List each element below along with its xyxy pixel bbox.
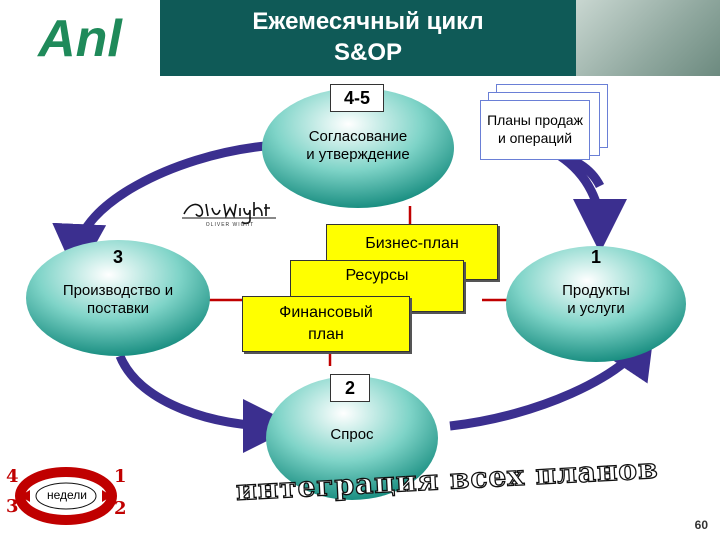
- financial-plan-line1: Финансовый: [279, 304, 373, 321]
- node-top-ellipse: [262, 88, 454, 208]
- node-bottom-label: Спрос: [330, 426, 374, 443]
- financial-plan-line2: план: [308, 326, 344, 343]
- node-left-label-line2: поставки: [87, 300, 149, 317]
- node-top-label-line1: Согласование: [308, 128, 408, 145]
- node-left-label: Производство и поставки: [28, 282, 208, 318]
- weeks-cycle-logo: [15, 467, 117, 525]
- cycle-diagram: [26, 88, 686, 500]
- node-bottom-tag: 2: [330, 374, 370, 402]
- svg-text:OLIVER WIGHT: OLIVER WIGHT: [206, 222, 254, 228]
- weeks-label: недели: [46, 488, 88, 502]
- node-right-tag: 1: [590, 247, 601, 267]
- title-line-1: Ежемесячный цикл: [252, 8, 484, 35]
- node-right-label-line1: Продукты: [562, 282, 630, 299]
- node-right-label: Продукты и услуги: [516, 282, 676, 318]
- header-decoration: [576, 0, 720, 76]
- node-left-label-line1: Производство и: [62, 282, 174, 299]
- arrow-top-to-left: [52, 141, 266, 278]
- arrow-left-to-bottom: [115, 354, 297, 453]
- plans-document: Планы продаж и операций: [480, 100, 590, 160]
- financial-plan-box: Финансовый план: [242, 296, 410, 352]
- plans-doc-line1: Планы продаж: [487, 112, 583, 128]
- node-bottom-ellipse: [266, 376, 438, 500]
- title-box: Ежемесячный цикл S&OP: [160, 0, 576, 76]
- weeks-number-1: 1: [114, 466, 127, 487]
- node-right-label-line2: и услуги: [567, 300, 625, 317]
- weeks-number-3: 3: [6, 496, 19, 517]
- node-top-label: Согласование и утверждение: [270, 128, 446, 164]
- weeks-number-2: 2: [114, 498, 127, 519]
- page-number: 60: [694, 518, 708, 532]
- company-logo: Anl: [0, 0, 160, 76]
- logo-graphic: Anl: [10, 8, 150, 68]
- node-top-tag: 4-5: [330, 84, 384, 112]
- node-right-ellipse: [506, 246, 686, 362]
- node-left-ellipse: [26, 240, 210, 356]
- logo-text: Anl: [36, 10, 123, 68]
- oliver-wight-signature-logo: OLIVER WIGHT: [182, 202, 276, 228]
- arrow-docs-to-right: [557, 152, 627, 253]
- node-top-label-line2: и утверждение: [306, 146, 410, 163]
- weeks-number-4: 4: [6, 466, 19, 487]
- plans-doc-line2: и операций: [497, 130, 573, 146]
- node-left-tag: 3: [112, 247, 123, 267]
- title-line-2: S&OP: [333, 39, 402, 66]
